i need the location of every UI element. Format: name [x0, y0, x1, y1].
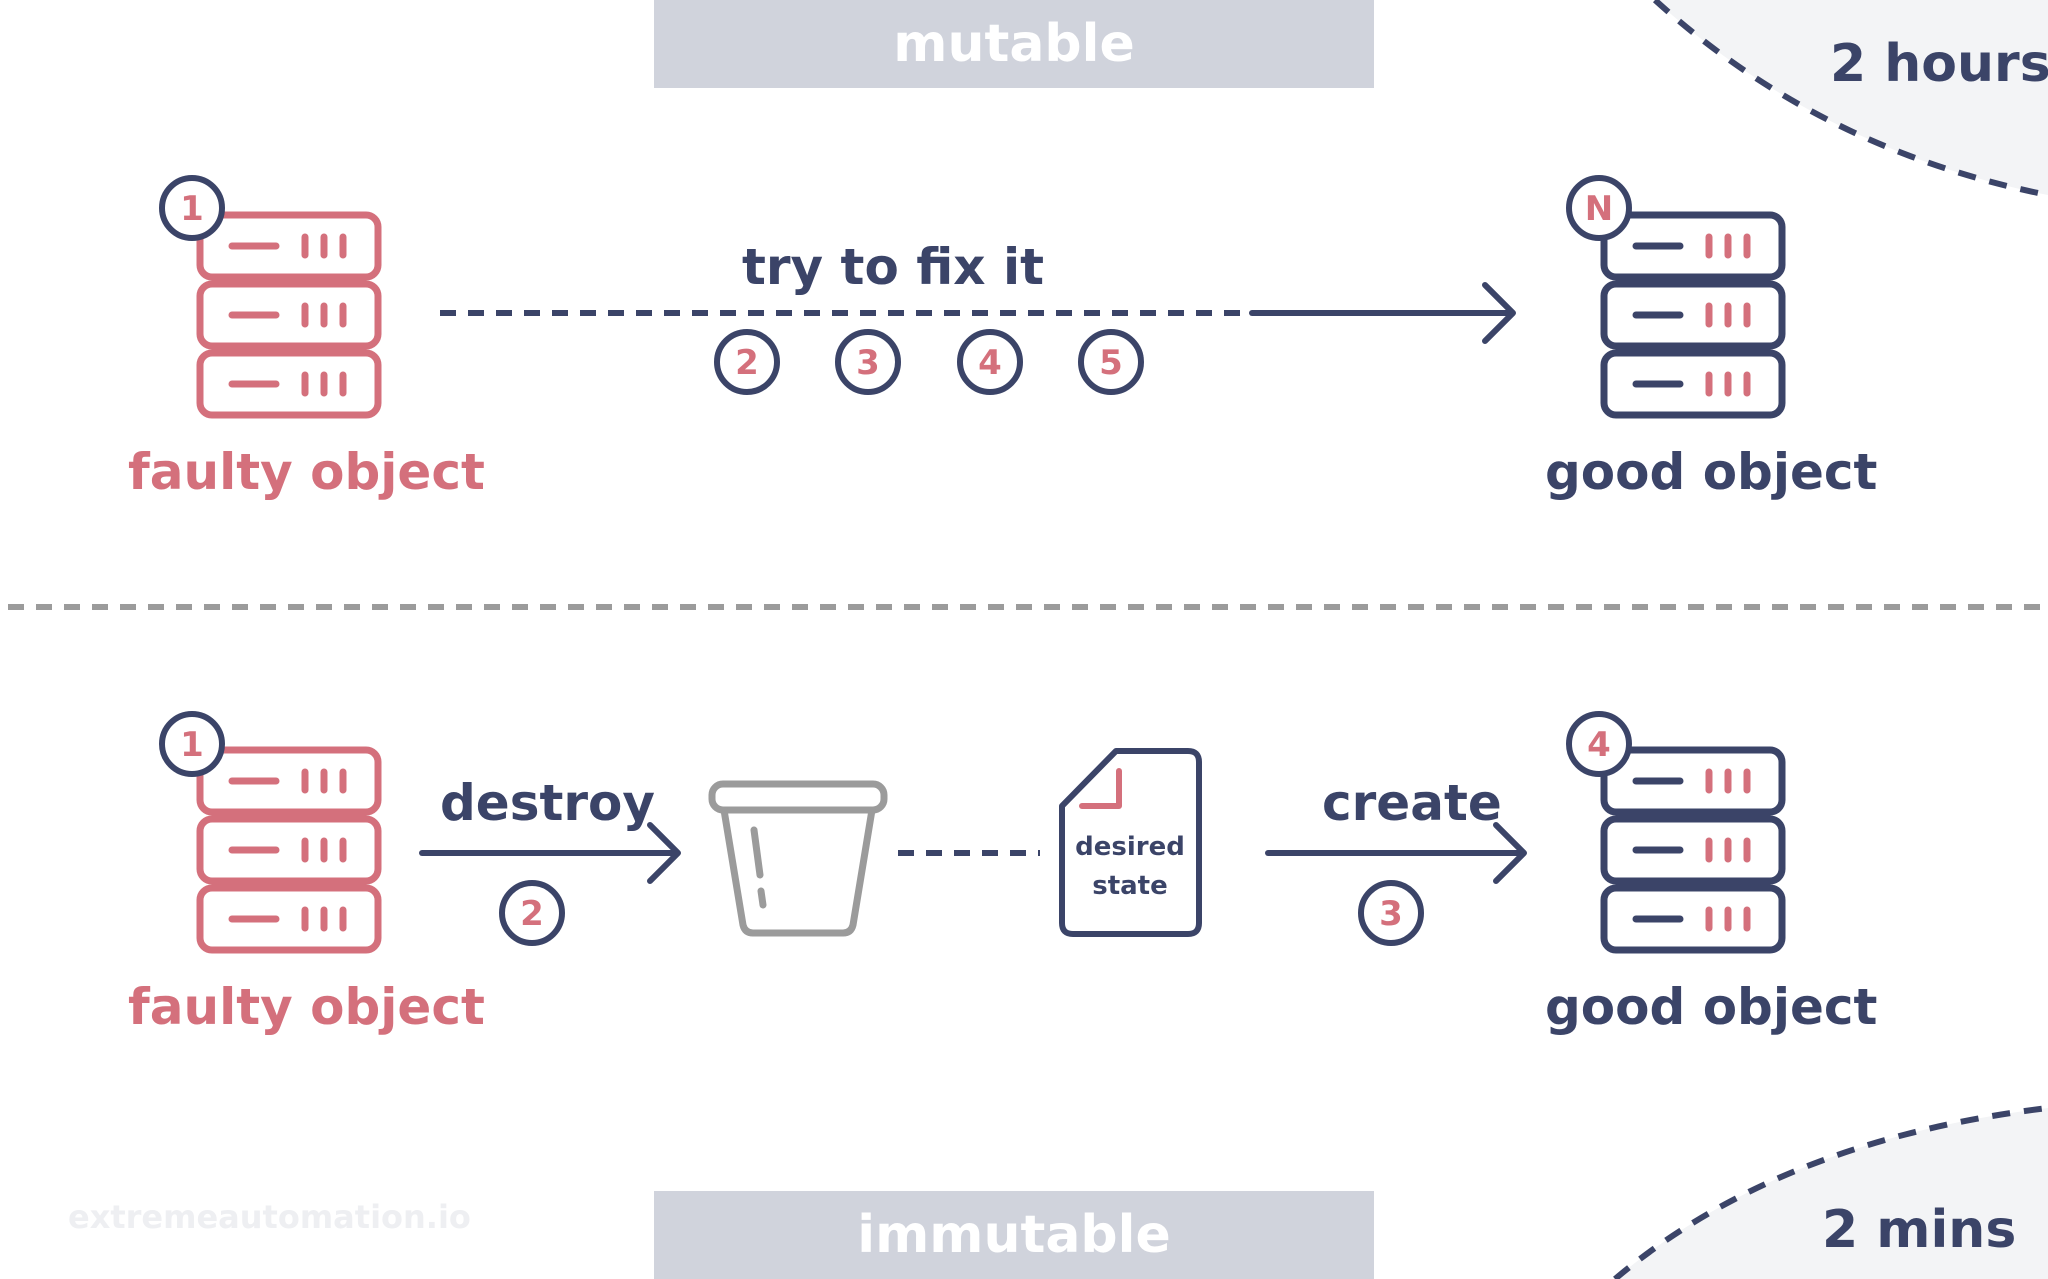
- step-circle-create: 3: [1358, 880, 1424, 946]
- svg-text:3: 3: [1379, 894, 1403, 934]
- banner-mutable-label: mutable: [893, 14, 1135, 74]
- create-label: create: [1322, 774, 1502, 832]
- server-icon: [1600, 211, 1786, 419]
- arrow-icon: [1265, 822, 1527, 884]
- step-circle-2: 2: [714, 329, 780, 395]
- svg-text:4: 4: [978, 343, 1002, 383]
- server-icon: [1600, 746, 1786, 954]
- duration-immutable: 2 mins: [1822, 1200, 2017, 1260]
- step-circle-3: 3: [835, 329, 901, 395]
- arrow-icon: [1249, 282, 1516, 344]
- document-icon: [1059, 748, 1202, 937]
- try-to-fix-label: try to fix it: [742, 238, 1044, 296]
- faulty-object-label: faulty object: [128, 978, 485, 1036]
- step-badge-4: 4: [1566, 711, 1632, 777]
- step-badge-n: N: [1566, 175, 1632, 241]
- svg-text:3: 3: [856, 343, 880, 383]
- document-text-line-2: state: [1092, 871, 1168, 901]
- svg-text:4: 4: [1587, 725, 1611, 765]
- duration-mutable: 2 hours: [1830, 34, 2048, 94]
- banner-immutable: immutable: [654, 1191, 1374, 1279]
- arrow-icon: [419, 822, 681, 884]
- svg-text:2: 2: [735, 343, 759, 383]
- watermark: extremeautomation.io: [68, 1198, 471, 1236]
- document-text-line-1: desired: [1075, 832, 1185, 862]
- destroy-label: destroy: [440, 774, 655, 832]
- step-badge-1-immutable: 1: [159, 711, 225, 777]
- svg-text:5: 5: [1099, 343, 1123, 383]
- bucket-icon: [708, 780, 888, 937]
- corner-blob-bottom: [1613, 1105, 2048, 1279]
- good-object-label: good object: [1545, 443, 1878, 501]
- svg-text:1: 1: [180, 725, 204, 765]
- good-object-label: good object: [1545, 978, 1878, 1036]
- faulty-object-label: faulty object: [128, 443, 485, 501]
- step-circle-destroy: 2: [499, 880, 565, 946]
- banner-immutable-label: immutable: [857, 1205, 1171, 1265]
- banner-mutable: mutable: [654, 0, 1374, 88]
- svg-text:N: N: [1585, 189, 1613, 229]
- server-icon: [196, 746, 382, 954]
- step-badge-text: 1: [180, 189, 204, 229]
- step-badge-1: 1: [159, 175, 225, 241]
- corner-blob-top: [1652, 0, 2048, 198]
- step-circle-4: 4: [957, 329, 1023, 395]
- svg-text:2: 2: [520, 894, 544, 934]
- step-circle-5: 5: [1078, 329, 1144, 395]
- server-icon: [196, 211, 382, 419]
